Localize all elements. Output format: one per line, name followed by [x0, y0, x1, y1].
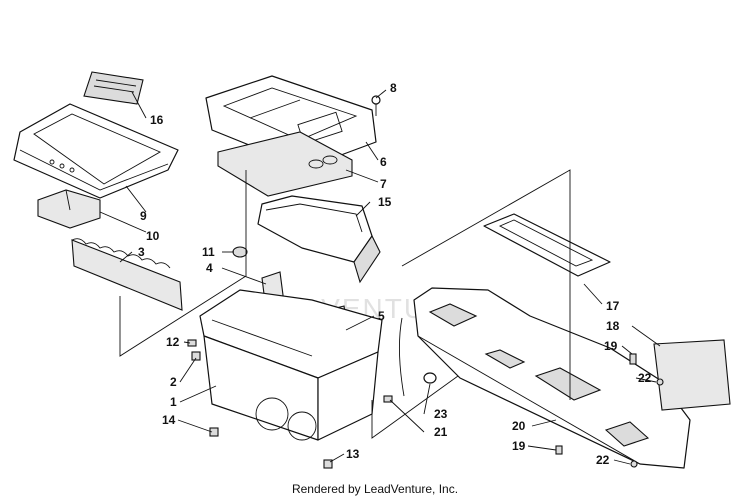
- part-8-screw: [371, 95, 381, 116]
- callout-12: 12: [166, 335, 180, 349]
- assembly-lines: [119, 169, 571, 439]
- leader-lines: [99, 89, 661, 465]
- part-11-cap: [232, 246, 248, 258]
- part-18-foam-block: [653, 339, 731, 411]
- callout-14: 14: [162, 413, 176, 427]
- callout-23: 23: [434, 407, 448, 421]
- part-6-tray: [205, 75, 377, 169]
- callout-17: 17: [606, 299, 620, 313]
- callout-3: 3: [138, 245, 145, 259]
- callout-22-lower: 22: [596, 453, 610, 467]
- callout-18: 18: [606, 319, 620, 333]
- part-19-22-screws: [555, 353, 664, 468]
- part-1-main-box: [199, 289, 383, 441]
- callout-1: 1: [170, 395, 177, 409]
- callout-21: 21: [434, 425, 448, 439]
- part-17-frame: [483, 213, 611, 277]
- part-9-cover: [13, 103, 179, 199]
- callout-2: 2: [170, 375, 177, 389]
- callout-15: 15: [378, 195, 392, 209]
- callout-labels: 16 9 10 3 8 6 7 15 11 4 5 12 2 1 14 13 2…: [138, 81, 652, 467]
- callout-22-upper: 22: [638, 371, 652, 385]
- callout-9: 9: [140, 209, 147, 223]
- part-10-filter-pad: [37, 189, 101, 229]
- callout-10: 10: [146, 229, 160, 243]
- part-23-rod: [383, 317, 437, 403]
- callout-6: 6: [380, 155, 387, 169]
- part-20-console: [413, 287, 691, 469]
- callout-13: 13: [346, 447, 360, 461]
- footer-credit: Rendered by LeadVenture, Inc.: [291, 482, 459, 496]
- callout-4: 4: [206, 261, 213, 275]
- part-7-foam: [217, 131, 353, 197]
- callout-20: 20: [512, 419, 526, 433]
- callout-19-upper: 19: [604, 339, 618, 353]
- callout-7: 7: [380, 177, 387, 191]
- callout-5: 5: [378, 309, 385, 323]
- part-3-foam-strip: [71, 238, 183, 311]
- callout-11: 11: [202, 245, 215, 259]
- callout-8: 8: [390, 81, 397, 95]
- part-15-shroud: [257, 195, 381, 284]
- callout-16: 16: [150, 113, 164, 127]
- part-16-decal: [83, 71, 144, 105]
- callout-19-lower: 19: [512, 439, 526, 453]
